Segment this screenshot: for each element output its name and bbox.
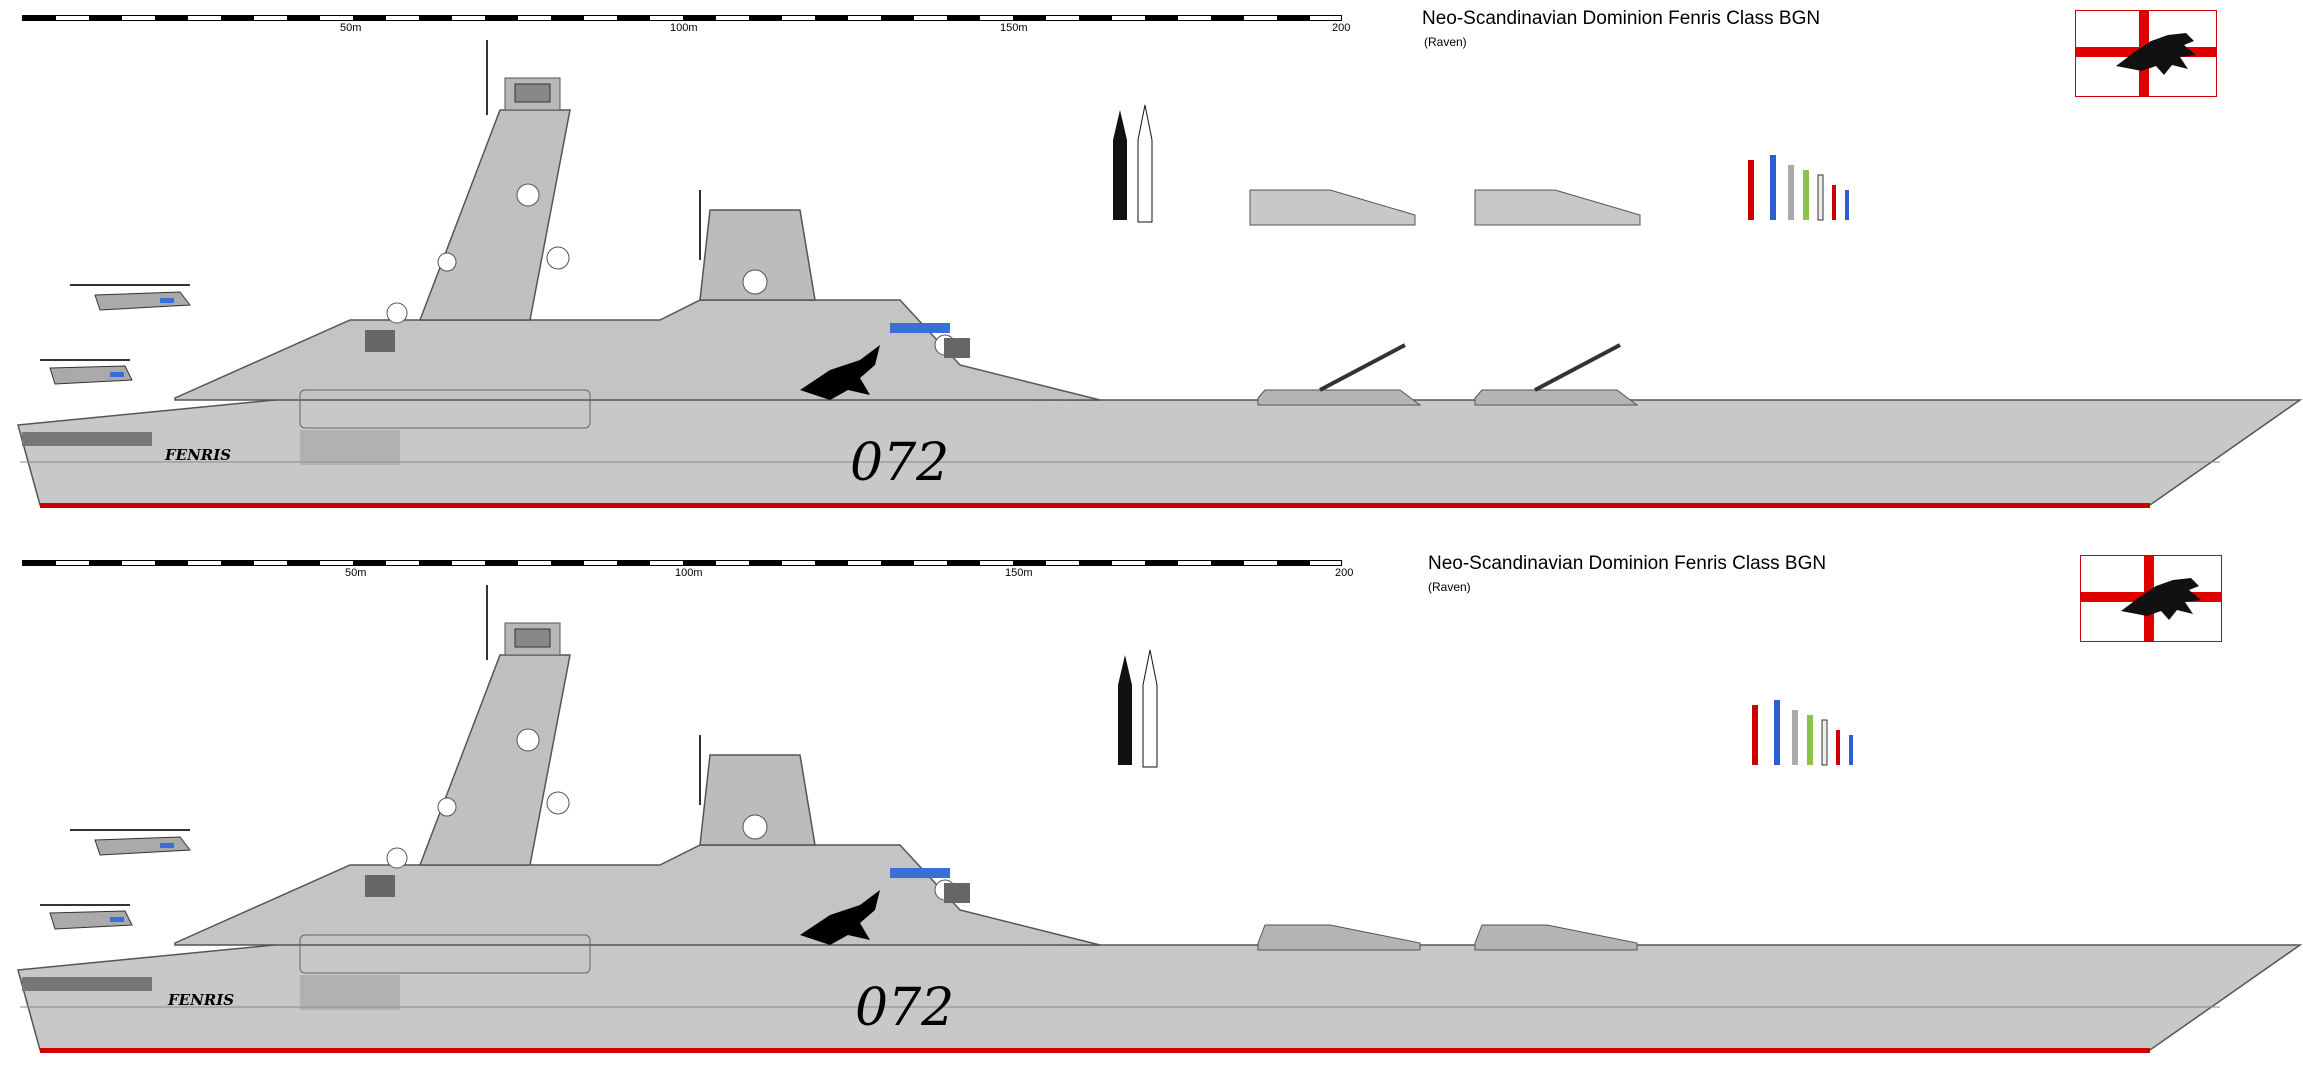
ship-subtitle: (Raven) [1428, 580, 1471, 594]
scale-tick-50m: 50m [340, 22, 362, 34]
ship-profile: 072 FENRIS [17, 40, 2303, 508]
launcher-2 [1474, 924, 1638, 951]
ship-name: FENRIS [167, 991, 234, 1009]
waterline [40, 503, 2150, 508]
ship-profile: 072 FENRIS [17, 585, 2303, 1053]
scale-tick-100m: 100m [670, 22, 698, 34]
hull-number: 072 [850, 433, 949, 493]
launcher-2 [1474, 389, 1639, 406]
hull-number: 072 [855, 978, 954, 1038]
ship-name: FENRIS [164, 446, 231, 464]
scale-tick-200: 200 [1335, 567, 1354, 579]
launcher-module [1249, 189, 1641, 226]
launcher-1 [1257, 389, 1422, 406]
ship-panel-top: 50m 100m 150m 200 Neo-Scandinavian Domin… [0, 0, 2303, 530]
helicopter-icon [40, 359, 133, 385]
raven-emblem-icon [800, 890, 880, 945]
missile-icon [1118, 649, 1158, 768]
scale-tick-200: 200 [1332, 22, 1351, 34]
raven-flag-icon [2075, 10, 2217, 97]
raven-emblem-icon [800, 345, 880, 400]
missile-rack [1752, 700, 1853, 766]
main-mast [418, 654, 571, 866]
ship-subtitle: (Raven) [1424, 35, 1467, 49]
scale-bar [22, 560, 1342, 566]
raven-flag-icon [2080, 555, 2222, 642]
helicopter-icon [40, 904, 133, 930]
launcher-1 [1257, 924, 1421, 951]
scale-tick-150m: 150m [1000, 22, 1028, 34]
missile-rack [1748, 155, 1849, 221]
helicopter-icon [70, 284, 191, 311]
ship-class-title: Neo-Scandinavian Dominion Fenris Class B… [1422, 8, 1821, 29]
missile-icon [1113, 104, 1153, 223]
helicopter-icon [70, 829, 191, 856]
scale-tick-50m: 50m [345, 567, 367, 579]
waterline [40, 1048, 2150, 1053]
scale-tick-150m: 150m [1005, 567, 1033, 579]
bridge-tower [699, 209, 816, 301]
bridge-tower [699, 754, 816, 846]
scale-bar [22, 15, 1342, 21]
ship-class-title: Neo-Scandinavian Dominion Fenris Class B… [1428, 553, 1827, 574]
scale-tick-100m: 100m [675, 567, 703, 579]
main-mast [418, 109, 571, 321]
ship-panel-bottom: 50m 100m 150m 200 Neo-Scandinavian Domin… [0, 545, 2303, 1068]
